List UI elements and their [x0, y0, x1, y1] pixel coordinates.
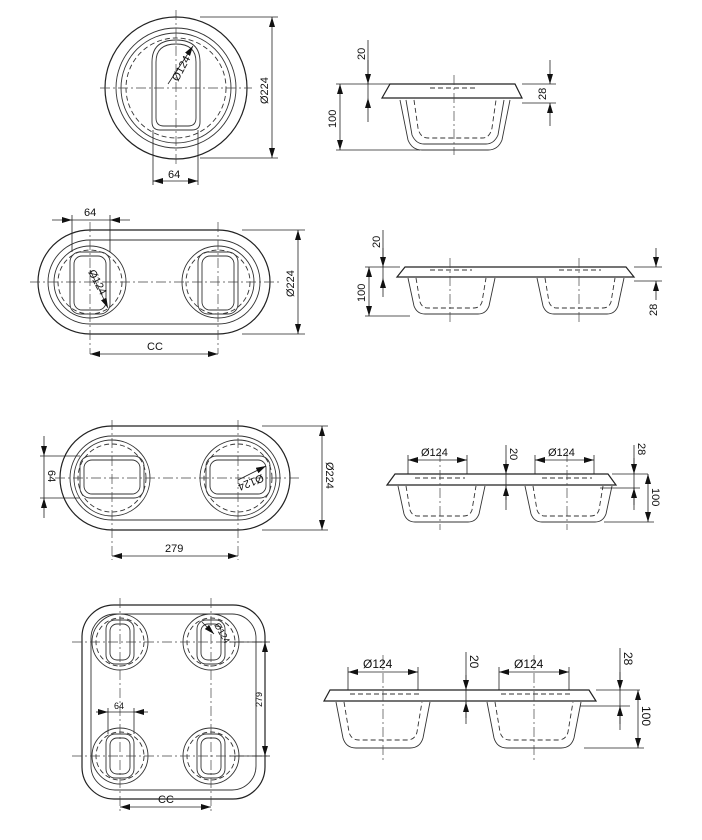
view3-rim-height-label: 20 [507, 448, 519, 460]
view1-section: 20 100 28 [327, 40, 556, 155]
view4-section: Ø124 Ø124 20 28 100 [322, 648, 653, 760]
view2-opening-width-label: 64 [84, 207, 96, 219]
view4-plan: Ø124 279 64 CC [72, 598, 270, 812]
view4-opening-width-label: 64 [114, 701, 124, 711]
view3-section: Ø124 Ø124 20 28 100 [385, 443, 661, 530]
view1-flange-height-label: 28 [537, 88, 549, 100]
view1-bowl-diameter-label: Ø124 [170, 54, 193, 83]
view4-bowl1-diameter-label: Ø124 [363, 657, 393, 671]
view3-opening-width-label: 64 [45, 470, 57, 482]
view4-bowl2-diameter-label: Ø124 [514, 657, 544, 671]
view2-rim-height-label: 20 [371, 236, 383, 248]
view4-row-distance-label: 279 [254, 692, 264, 707]
view4-flange-height-label: 28 [621, 652, 635, 666]
view3-center-distance-label: 279 [165, 543, 183, 555]
view1-plan: Ø124 Ø224 64 [100, 10, 278, 185]
view2-plan: Ø124 64 Ø224 CC [30, 207, 305, 357]
view4-bowl-diameter-label: Ø124 [212, 621, 232, 645]
view4-bowl-depth-label: 100 [639, 706, 653, 726]
view2-bowl-depth-label: 100 [356, 284, 368, 302]
view2-center-distance-label: CC [147, 341, 163, 353]
view2-section: 20 100 28 [356, 230, 662, 322]
view1-outer-diameter-label: Ø224 [259, 77, 271, 104]
view2-flange-height-label: 28 [648, 304, 660, 316]
view1-rim-height-label: 20 [356, 48, 368, 60]
view2-bowl-diameter-label: Ø124 [85, 268, 108, 297]
view3-bowl1-diameter-label: Ø124 [421, 447, 448, 459]
view3-flange-height-label: 28 [635, 443, 647, 455]
view1-opening-width-label: 64 [168, 169, 180, 181]
view3-bowl-diameter-label: Ø124 [236, 471, 265, 492]
view3-bowl2-diameter-label: Ø124 [548, 447, 575, 459]
view4-rim-height-label: 20 [467, 655, 481, 669]
view4-center-distance-label: CC [158, 794, 174, 806]
view1-bowl-depth-label: 100 [327, 110, 339, 128]
view3-outer-width-label: Ø224 [323, 462, 335, 489]
view3-bowl-depth-label: 100 [649, 488, 661, 506]
view3-plan: Ø124 64 Ø224 279 [40, 420, 335, 560]
view2-outer-width-label: Ø224 [285, 270, 297, 297]
